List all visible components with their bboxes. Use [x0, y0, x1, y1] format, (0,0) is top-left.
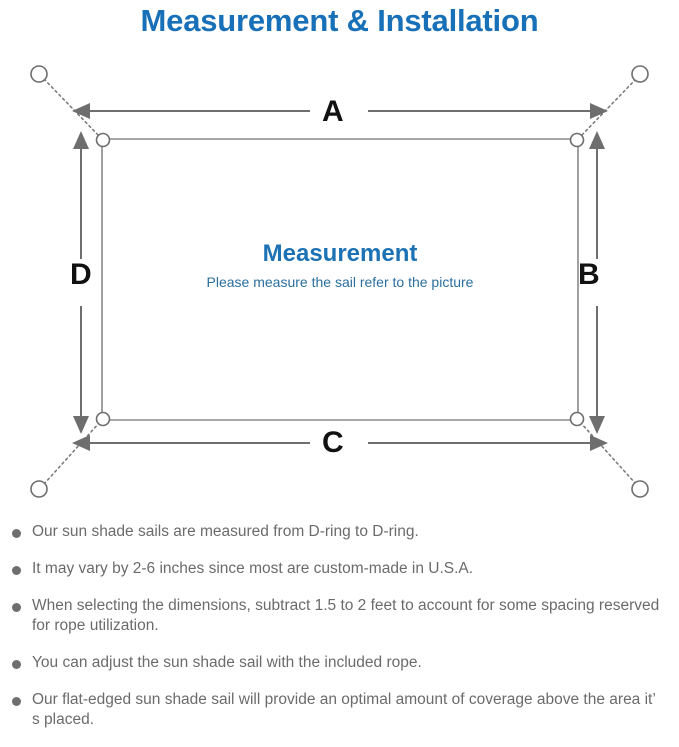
measurement-diagram: A B C D Measurement Please measure the s…: [0, 44, 679, 514]
anchor-point-bottom-right: [631, 480, 649, 498]
bullet-icon: [12, 697, 21, 706]
bullet-icon: [12, 660, 21, 669]
dimension-label-c: C: [322, 426, 344, 459]
list-item: It may vary by 2-6 inches since most are…: [0, 559, 679, 579]
list-item: Our flat-edged sun shade sail will provi…: [0, 690, 679, 730]
d-ring-top-right: [569, 132, 585, 148]
rope-bottom-left: [43, 421, 101, 485]
note-text: When selecting the dimensions, subtract …: [32, 597, 660, 634]
sail-caption: Measurement Please measure the sail refe…: [102, 239, 578, 293]
note-text: Our flat-edged sun shade sail will provi…: [32, 691, 656, 728]
note-text: It may vary by 2-6 inches since most are…: [32, 560, 474, 577]
diagram-svg: [30, 65, 649, 498]
d-ring-bottom-right: [569, 411, 585, 427]
dimension-label-b: B: [578, 258, 600, 291]
dimension-label-d: D: [70, 258, 92, 291]
dimension-label-a: A: [322, 95, 344, 128]
notes-list: Our sun shade sails are measured from D-…: [0, 522, 679, 747]
d-ring-top-left: [95, 132, 111, 148]
page-title: Measurement & Installation: [140, 3, 539, 38]
note-text: You can adjust the sun shade sail with t…: [32, 654, 422, 671]
list-item: You can adjust the sun shade sail with t…: [0, 653, 679, 673]
anchor-point-top-left: [30, 65, 48, 83]
list-item: Our sun shade sails are measured from D-…: [0, 522, 679, 542]
sail-outline: [101, 138, 579, 421]
rope-top-right: [579, 78, 637, 138]
bullet-icon: [12, 566, 21, 575]
d-ring-bottom-left: [95, 411, 111, 427]
note-text: Our sun shade sails are measured from D-…: [32, 523, 419, 540]
rope-bottom-right: [579, 421, 637, 485]
anchor-point-top-right: [631, 65, 649, 83]
list-item: When selecting the dimensions, subtract …: [0, 596, 679, 636]
bullet-icon: [12, 603, 21, 612]
anchor-point-bottom-left: [30, 480, 48, 498]
sail-caption-title: Measurement: [262, 240, 418, 267]
rope-top-left: [43, 78, 101, 138]
bullet-icon: [12, 529, 21, 538]
sail-caption-subtitle: Please measure the sail refer to the pic…: [206, 274, 474, 290]
